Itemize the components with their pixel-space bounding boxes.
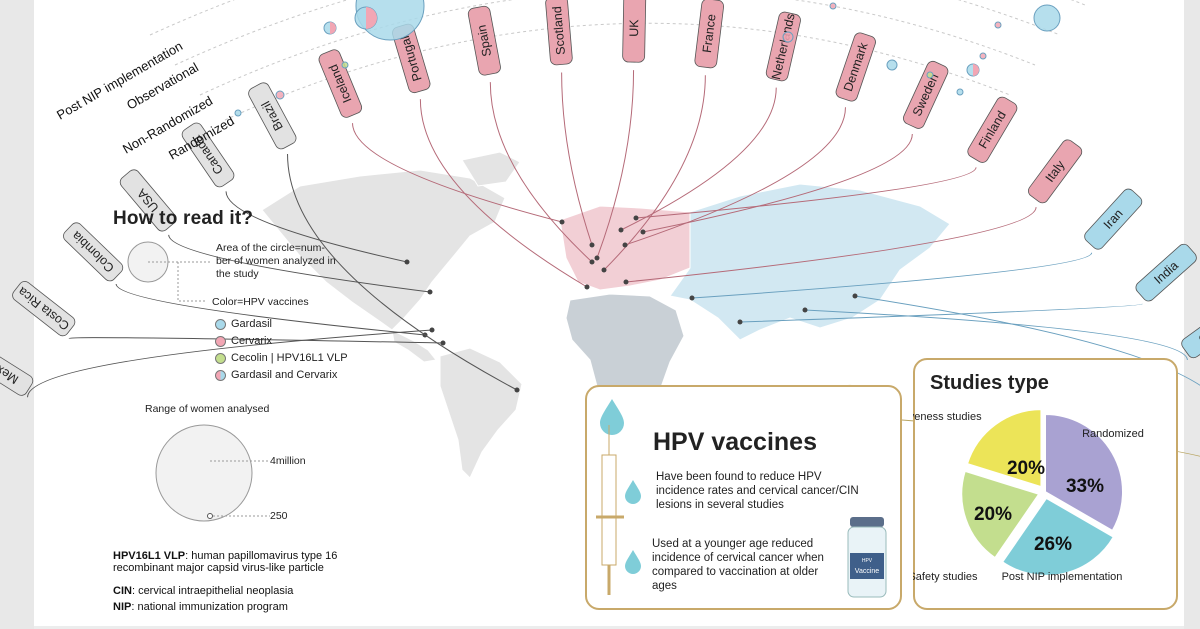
drop-icon — [625, 550, 641, 574]
study-bubble — [886, 59, 898, 71]
study-bubble — [782, 31, 794, 43]
north-america — [261, 169, 506, 331]
asia — [669, 183, 951, 341]
vaccine-label: Cecolin | HPV16L1 VLP — [231, 352, 348, 364]
drop-icon — [625, 480, 641, 504]
hpv-point-2: Used at a younger age reduced incidence … — [652, 538, 824, 592]
pie-slice-effectiveness-studies — [965, 408, 1043, 489]
vaccine-color-dot — [215, 335, 226, 347]
area-text-line-2: ber of women analyzed in — [216, 255, 336, 267]
vaccine-legend-item: Cervarix — [215, 335, 272, 347]
pie-category-label: Effectiveness studies — [913, 411, 982, 423]
central-america — [391, 329, 437, 363]
glossary-def: : human papillomavirus type 16 — [185, 550, 338, 562]
area-text-line-1: Area of the circle=num- — [216, 242, 325, 254]
study-bubble-half — [366, 7, 377, 29]
hpv-card-title: HPV vaccines — [653, 428, 817, 456]
pie-percent-label: 20% — [974, 504, 1012, 525]
studies-title: Studies type — [930, 372, 1049, 394]
drop-icon — [600, 399, 624, 435]
area-text-line-3: the study — [216, 268, 259, 280]
pie-percent-label: 26% — [1034, 534, 1072, 555]
color-explanation: Color=HPV vaccines — [212, 296, 309, 308]
pie-percent-label: 20% — [1007, 458, 1045, 479]
study-bubble — [956, 88, 964, 96]
guide-bracket — [177, 262, 206, 302]
country-name: Spain — [475, 24, 495, 58]
syringe-body — [601, 454, 617, 566]
pie-slice-randomized — [1044, 412, 1124, 533]
vial-top-text: HPV — [862, 558, 873, 564]
glossary-def-cont: recombinant major capsid virus-like part… — [113, 562, 324, 574]
right-margin — [1184, 0, 1200, 629]
pie-category-label: Post NIP implementation — [1002, 571, 1123, 583]
vaccine-legend-item: Gardasil and Cervarix — [215, 369, 337, 381]
vaccine-label: Gardasil and Cervarix — [231, 369, 338, 381]
vaccine-legend-item: Gardasil — [215, 318, 272, 330]
pie-slice-post-nip-implementation — [1000, 496, 1116, 577]
glossary-hpv16l1: HPV16L1 VLP: human papillomavirus type 1… — [113, 550, 337, 574]
vaccine-color-dot — [215, 318, 226, 330]
left-margin — [0, 0, 34, 629]
study-bubble-half — [330, 22, 336, 34]
range-max-label: 4million — [270, 455, 306, 467]
reading-guide-graphic — [127, 241, 270, 522]
glossary-nip: NIP: national immunization program — [113, 601, 288, 613]
pie-percent-label: 33% — [1066, 476, 1104, 497]
study-bubble — [1033, 4, 1061, 32]
vaccine-legend-item: Cecolin | HPV16L1 VLP — [215, 352, 348, 364]
study-bubbles — [234, 0, 1061, 117]
study-bubble — [234, 109, 242, 117]
vaccine-label: Gardasil — [231, 318, 272, 330]
vaccine-color-dot — [215, 369, 226, 381]
country-tag-japan: Japan — [852, 293, 1200, 387]
glossary-term: HPV16L1 VLP — [113, 550, 186, 562]
syringe-illustration — [596, 399, 624, 595]
range-min-label: 250 — [270, 510, 288, 522]
studies-pie-chart: 33% Randomized 26% Post NIP implementation 2… — [913, 408, 1144, 583]
country-tag-portugal: Portugal — [392, 23, 590, 290]
country-tag-scotland: Scotland — [545, 0, 595, 248]
study-bubble — [926, 71, 934, 79]
country-name: Scotland — [550, 6, 568, 56]
vaccine-label: Cervarix — [231, 335, 272, 347]
country-tag-china: China — [802, 304, 1200, 361]
pie-category-label: Safety studies — [913, 571, 978, 583]
vaccine-color-dot — [215, 352, 226, 364]
study-bubble — [979, 52, 987, 60]
country-tag-spain: Spain — [467, 5, 595, 265]
country-tag-colombia: Colombia — [63, 222, 428, 338]
south-america — [439, 347, 523, 479]
glossary-def: : national immunization program — [131, 601, 288, 613]
glossary-def: : cervical intraepithelial neoplasia — [131, 585, 294, 597]
study-bubble-half — [973, 64, 979, 76]
range-max-circle — [155, 424, 253, 522]
country-name: France — [700, 13, 719, 53]
country-name: Costa Rica — [15, 284, 72, 333]
study-bubble — [275, 90, 285, 100]
pie-category-label: Randomized — [1082, 428, 1144, 440]
study-bubble — [341, 61, 349, 69]
concentric-arcs — [149, 0, 1086, 121]
range-title: Range of women analysed — [145, 403, 270, 415]
glossary-term: NIP — [113, 601, 132, 613]
hpv-point-1: Have been found to reduce HPV incidence … — [656, 471, 859, 511]
range-min-circle — [207, 513, 213, 519]
area-explanation: Area of the circle=num- ber of women ana… — [216, 242, 336, 281]
glossary-cin: CIN: cervical intraepithelial neoplasia — [113, 585, 293, 597]
vaccine-vial-illustration: HPV Vaccine — [847, 517, 887, 598]
country-name: UK — [627, 19, 641, 37]
vial-label-text: Vaccine — [855, 568, 879, 575]
pie-slice-safety-studies — [960, 469, 1041, 560]
study-bubble — [994, 21, 1002, 29]
how-to-read-title: How to read it? — [113, 208, 254, 229]
study-bubble — [829, 2, 837, 10]
glossary-term: CIN — [113, 585, 132, 597]
greenland — [461, 151, 521, 187]
country-tag-uk: UK — [594, 0, 647, 261]
continents — [261, 151, 951, 479]
